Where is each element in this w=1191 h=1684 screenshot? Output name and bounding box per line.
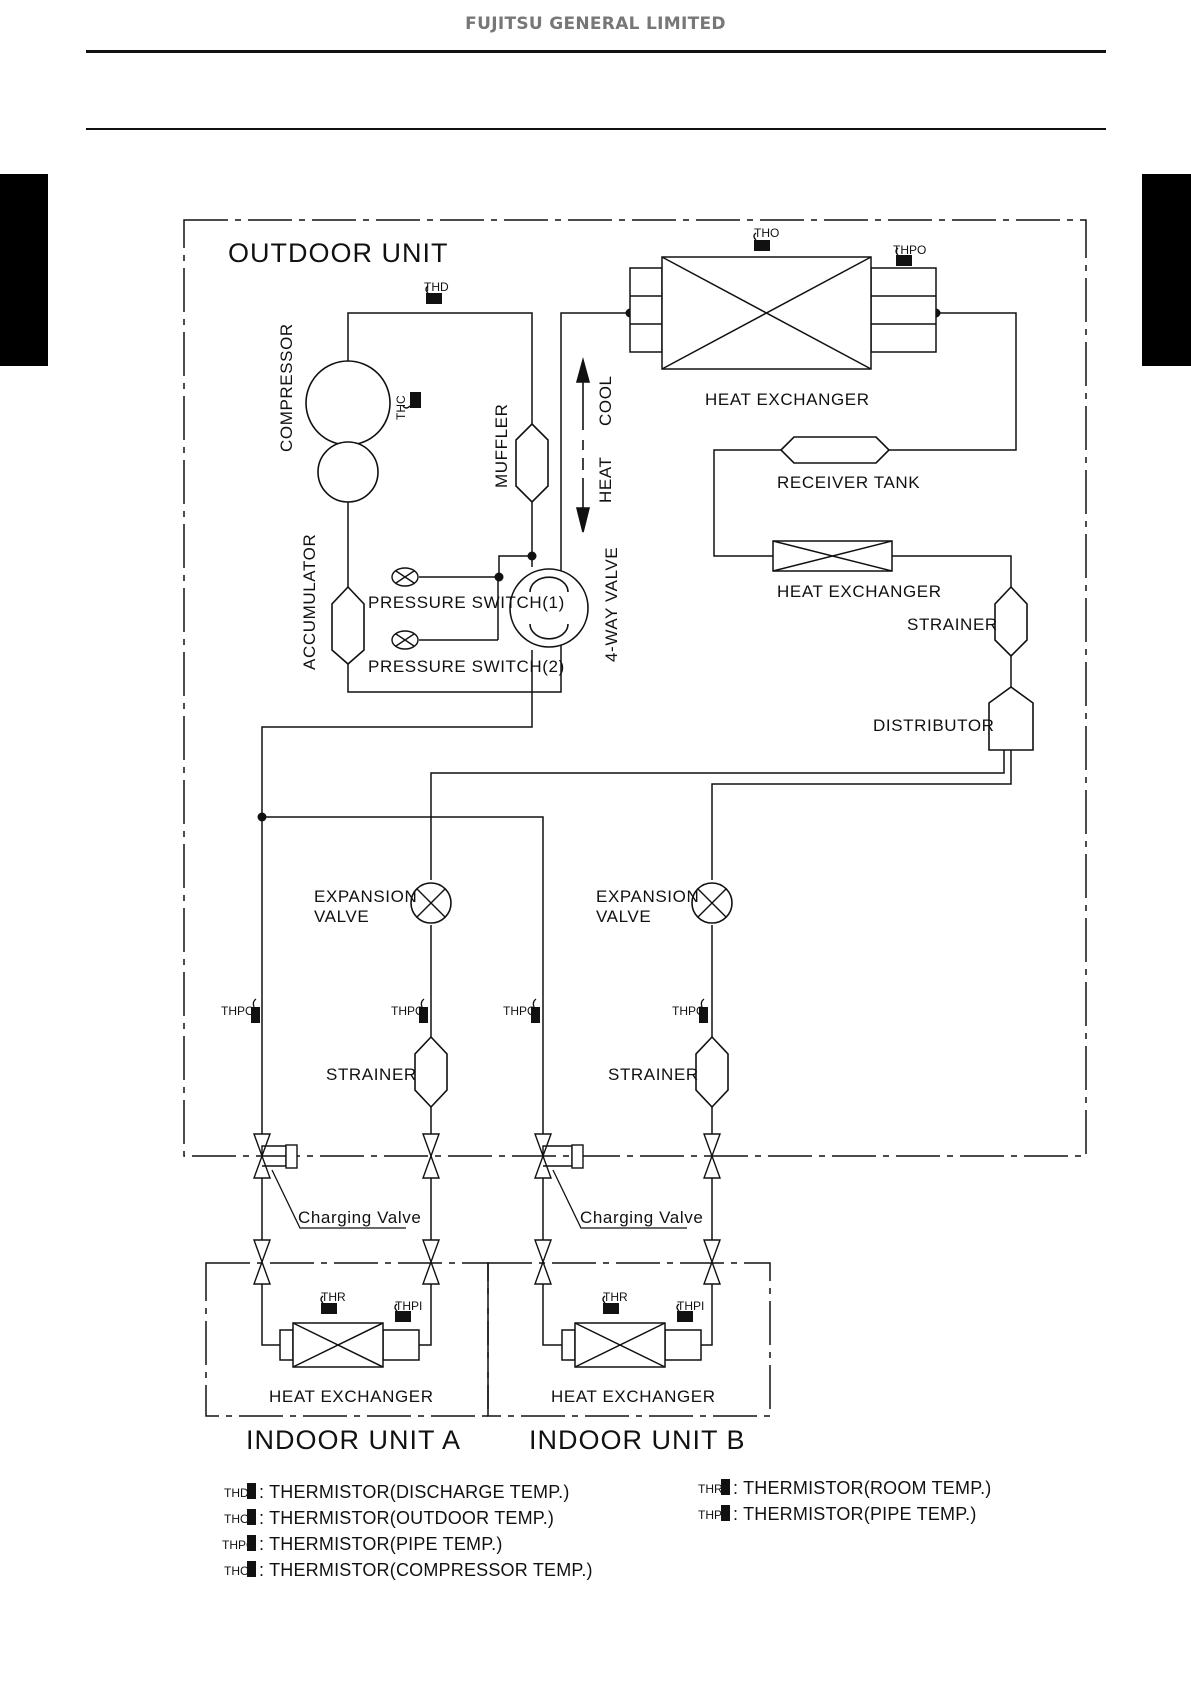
label-expansion-a-1: EXPANSION — [314, 887, 417, 906]
flow-direction-arrows — [575, 356, 591, 533]
pressure-switch-2-symbol — [391, 630, 419, 650]
indoor-b-liquid-valve — [703, 1239, 721, 1285]
legend-tag: THR — [698, 1482, 723, 1496]
label-receiver-tank: RECEIVER TANK — [777, 473, 920, 492]
indoor-b-gas-valve — [534, 1239, 552, 1285]
label-thr-b: THR — [603, 1290, 628, 1304]
label-strainer-a: STRAINER — [326, 1065, 417, 1084]
label-indoor-unit-b: INDOOR UNIT B — [529, 1425, 746, 1455]
strainer-b-symbol — [695, 1035, 729, 1109]
label-strainer-b: STRAINER — [608, 1065, 699, 1084]
compressor-symbol — [305, 360, 391, 503]
label-distributor: DISTRIBUTOR — [873, 716, 995, 735]
legend-desc: : THERMISTOR(OUTDOOR TEMP.) — [259, 1508, 554, 1528]
label-heat-exchanger-middle: HEAT EXCHANGER — [777, 582, 942, 601]
label-charging-valve-b: Charging Valve — [580, 1208, 703, 1227]
left-edge-tab — [0, 174, 48, 366]
label-thc: THC — [394, 395, 408, 420]
indoor-a-heat-exchanger-symbol — [279, 1322, 420, 1368]
section-rule — [86, 128, 1106, 130]
company-name: FUJITSU GENERAL LIMITED — [465, 14, 726, 34]
label-heat-exchanger-a: HEAT EXCHANGER — [269, 1387, 434, 1406]
label-expansion-b-2: VALVE — [596, 907, 651, 926]
legend-tag: THO — [224, 1512, 249, 1526]
accumulator-symbol — [331, 585, 365, 666]
label-expansion-a-2: VALVE — [314, 907, 369, 926]
legend-desc: : THERMISTOR(PIPE TEMP.) — [733, 1504, 977, 1524]
legend-desc: : THERMISTOR(ROOM TEMP.) — [733, 1478, 992, 1498]
label-thd: THD — [424, 280, 449, 294]
legend-left: THD : THERMISTOR(DISCHARGE TEMP.) THO : … — [222, 1482, 593, 1580]
label-thpo-2: THPO — [391, 1004, 424, 1018]
legend-tag: THD — [224, 1486, 249, 1500]
label-thpi-a: THPI — [395, 1299, 422, 1313]
label-accumulator: ACCUMULATOR — [300, 534, 319, 670]
right-edge-tab — [1142, 174, 1191, 366]
label-pressure-switch-1: PRESSURE SWITCH(1) — [368, 593, 565, 612]
label-thpo-outdoor: THPO — [893, 243, 926, 257]
middle-heat-exchanger-symbol — [772, 540, 893, 572]
outdoor-unit-boundary — [183, 219, 1087, 1157]
label-expansion-b-1: EXPANSION — [596, 887, 699, 906]
pressure-switch-1-symbol — [391, 567, 419, 587]
piping — [261, 312, 1017, 1346]
legend-desc: : THERMISTOR(DISCHARGE TEMP.) — [259, 1482, 570, 1502]
label-tho: THO — [754, 226, 779, 240]
label-thpi-b: THPI — [677, 1299, 704, 1313]
indoor-a-liquid-valve — [422, 1239, 440, 1285]
label-heat: HEAT — [596, 457, 615, 503]
legend-desc: : THERMISTOR(PIPE TEMP.) — [259, 1534, 503, 1554]
outdoor-heat-exchanger-symbol — [629, 256, 937, 370]
label-muffler: MUFFLER — [492, 404, 511, 488]
label-charging-valve-a: Charging Valve — [298, 1208, 421, 1227]
label-pressure-switch-2: PRESSURE SWITCH(2) — [368, 657, 565, 676]
label-thpo-1: THPO — [221, 1004, 254, 1018]
header-rule — [86, 50, 1106, 53]
label-thpo-4: THPO — [672, 1004, 705, 1018]
charging-valve-stubs — [261, 1144, 584, 1169]
muffler-symbol — [515, 422, 549, 504]
strainer-a-symbol — [414, 1035, 448, 1109]
legend-right: THR : THERMISTOR(ROOM TEMP.) THPI : THER… — [698, 1478, 992, 1524]
legend-desc: : THERMISTOR(COMPRESSOR TEMP.) — [259, 1560, 593, 1580]
charging-valve-leaders — [271, 1169, 687, 1229]
label-heat-exchanger-b: HEAT EXCHANGER — [551, 1387, 716, 1406]
label-outdoor-unit: OUTDOOR UNIT — [228, 238, 449, 268]
label-heat-exchanger-outdoor: HEAT EXCHANGER — [705, 390, 870, 409]
label-thr-a: THR — [321, 1290, 346, 1304]
label-thpo-3: THPO — [503, 1004, 536, 1018]
legend-tag: THPI — [698, 1508, 725, 1522]
four-way-valve-symbol — [509, 568, 589, 648]
label-four-way-valve: 4-WAY VALVE — [602, 547, 621, 662]
label-strainer-outdoor: STRAINER — [907, 615, 998, 634]
indoor-b-heat-exchanger-symbol — [561, 1322, 702, 1368]
legend-tag: THC — [224, 1564, 249, 1578]
distributor-symbol — [988, 686, 1034, 751]
receiver-tank-symbol — [779, 436, 891, 464]
strainer-outdoor-symbol — [994, 585, 1028, 658]
label-cool: COOL — [596, 375, 615, 426]
indoor-a-gas-valve — [253, 1239, 271, 1285]
indoor-unit-b-boundary — [487, 1262, 771, 1417]
label-indoor-unit-a: INDOOR UNIT A — [246, 1425, 461, 1455]
label-compressor: COMPRESSOR — [277, 323, 296, 452]
